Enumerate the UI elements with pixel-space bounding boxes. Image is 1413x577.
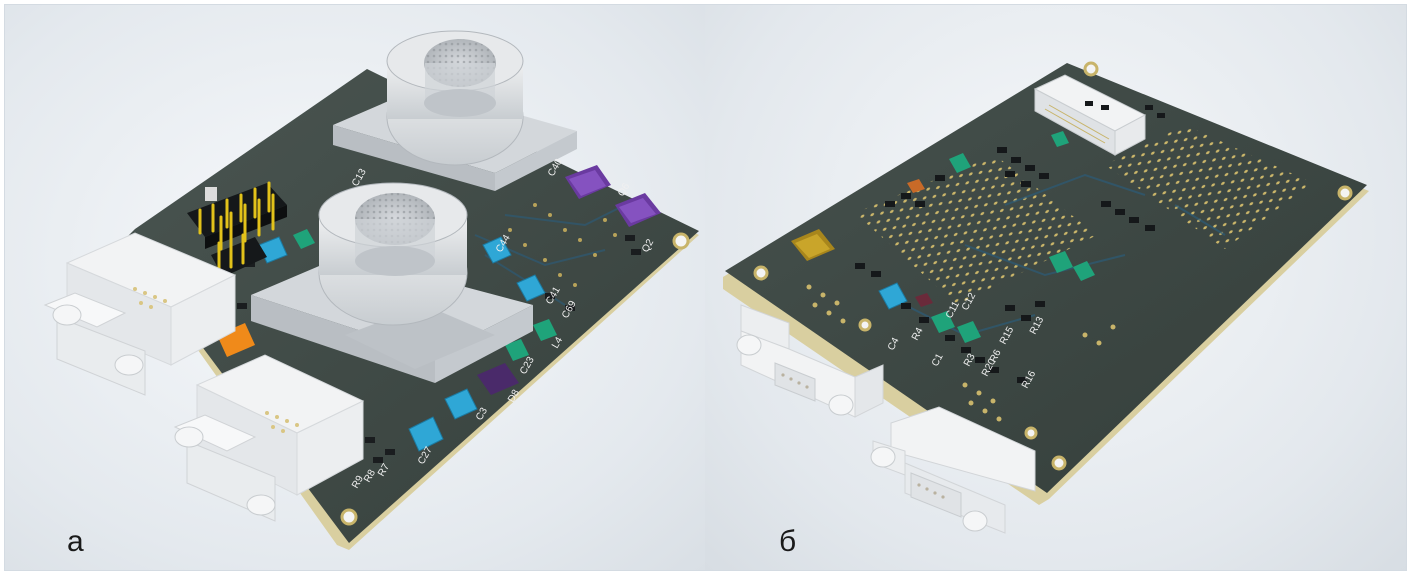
bga-array-2 bbox=[1105, 125, 1313, 249]
silk-b-2: R3 bbox=[962, 352, 978, 369]
pcb-render-b: C4 C1 R3 R20 R16 R15 R13 C11 C12 R6 R4 bbox=[723, 61, 1369, 534]
chip-purple-3 bbox=[477, 363, 519, 395]
chip-purple-2 bbox=[615, 193, 661, 227]
chip-purple-1 bbox=[565, 165, 611, 199]
panel-label-a: а bbox=[67, 525, 84, 558]
silk-b-9: R6 bbox=[988, 348, 1004, 365]
panel-label-b: б bbox=[779, 525, 797, 558]
silk-b-0: C4 bbox=[886, 336, 902, 353]
silk-b-1: C1 bbox=[930, 352, 946, 369]
gas-sensor-2 bbox=[251, 182, 533, 383]
figure-frame: C27 C3 D8 C23 L4 C69 C41 C40 C44 R7 R8 R… bbox=[4, 4, 1407, 571]
silk-b-10: R4 bbox=[910, 326, 926, 343]
pin-header bbox=[187, 181, 287, 277]
db9-connector-4 bbox=[870, 406, 1036, 534]
chip-gold bbox=[791, 229, 835, 261]
db9-connector-2 bbox=[173, 354, 365, 522]
db9-connector-1 bbox=[43, 232, 237, 396]
silk-a-4: L4 bbox=[550, 335, 565, 351]
gas-sensor-1 bbox=[333, 30, 577, 191]
pcb-render-a: C27 C3 D8 C23 L4 C69 C41 C40 C44 R7 R8 R… bbox=[43, 30, 699, 550]
db9-connector-3 bbox=[736, 304, 884, 418]
